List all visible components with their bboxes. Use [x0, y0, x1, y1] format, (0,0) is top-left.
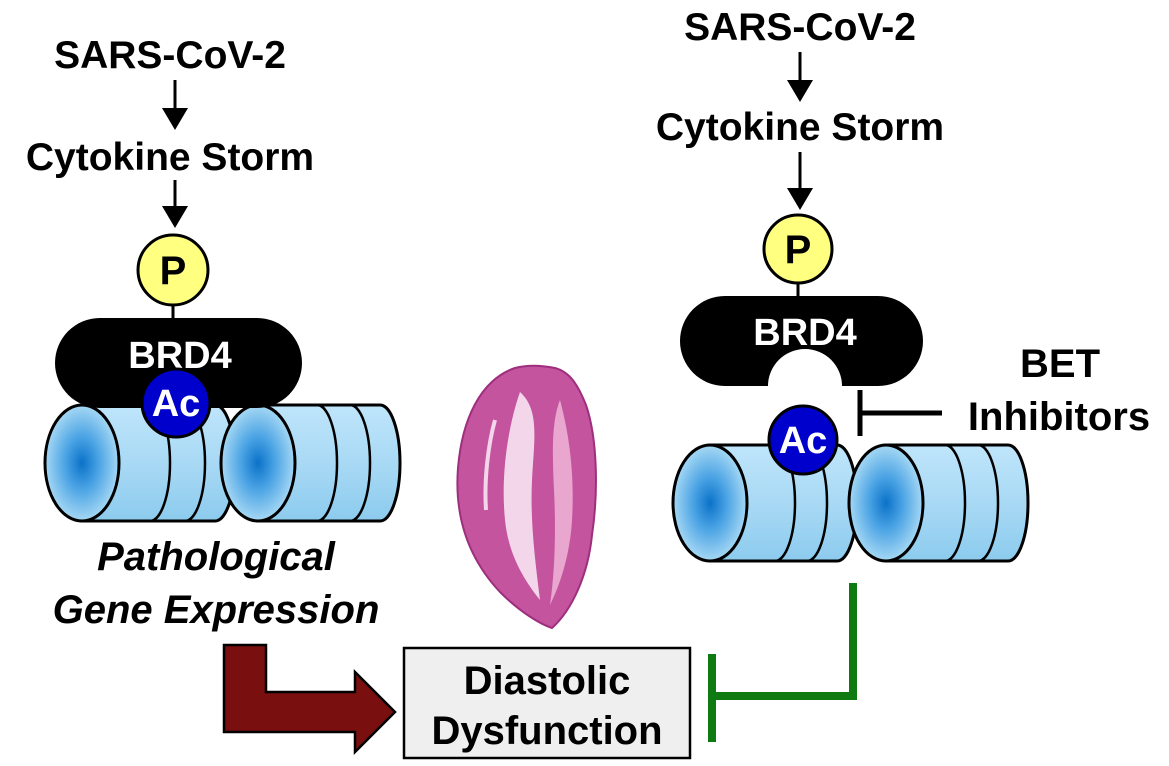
heart-histology-image	[456, 364, 597, 630]
left-arrow-virus-to-storm	[162, 80, 188, 130]
left-nucleosome-2	[219, 403, 402, 523]
right-arrow-virus-to-storm	[787, 52, 813, 102]
right-phospho-group: P	[762, 213, 834, 285]
right-brd4-label: BRD4	[753, 312, 856, 354]
left-outcome-line1: Pathological	[97, 535, 336, 579]
right-storm-label: Cytokine Storm	[656, 106, 944, 149]
outcome-line2: Dysfunction	[431, 709, 662, 753]
left-phospho-label: P	[160, 249, 187, 293]
left-phospho-group: P	[136, 233, 210, 307]
right-acetyl-label: Ac	[779, 420, 828, 462]
green-inhibition-bar	[708, 583, 857, 742]
outcome-box: Diastolic Dysfunction	[402, 646, 692, 760]
bet-inhibitor-line1: BET	[1020, 342, 1100, 386]
right-pathway: SARS-CoV-2 Cytokine Storm P BRD4	[656, 6, 1150, 563]
bet-inhibition-bar	[857, 390, 942, 436]
left-storm-label: Cytokine Storm	[26, 136, 314, 179]
right-phospho-label: P	[785, 228, 812, 272]
right-nucleosome-2	[847, 443, 1030, 563]
right-arrow-storm-to-p	[787, 152, 813, 210]
left-acetyl-group: Ac	[140, 367, 212, 439]
right-brd4-protein: BRD4	[680, 296, 923, 386]
right-virus-label: SARS-CoV-2	[684, 6, 916, 49]
left-brd4-protein: BRD4	[55, 318, 302, 408]
right-acetyl-group: Ac	[767, 404, 839, 476]
left-acetyl-label: Ac	[152, 383, 201, 425]
promote-arrow	[222, 643, 397, 756]
outcome-line1: Diastolic	[464, 659, 631, 703]
left-nucleosome-1	[43, 403, 237, 523]
left-arrow-storm-to-p	[162, 180, 188, 228]
left-outcome-line2: Gene Expression	[53, 588, 380, 632]
left-virus-label: SARS-CoV-2	[54, 34, 286, 77]
bet-inhibitor-line2: Inhibitors	[968, 395, 1150, 439]
left-pathway: SARS-CoV-2 Cytokine Storm P	[26, 34, 402, 632]
